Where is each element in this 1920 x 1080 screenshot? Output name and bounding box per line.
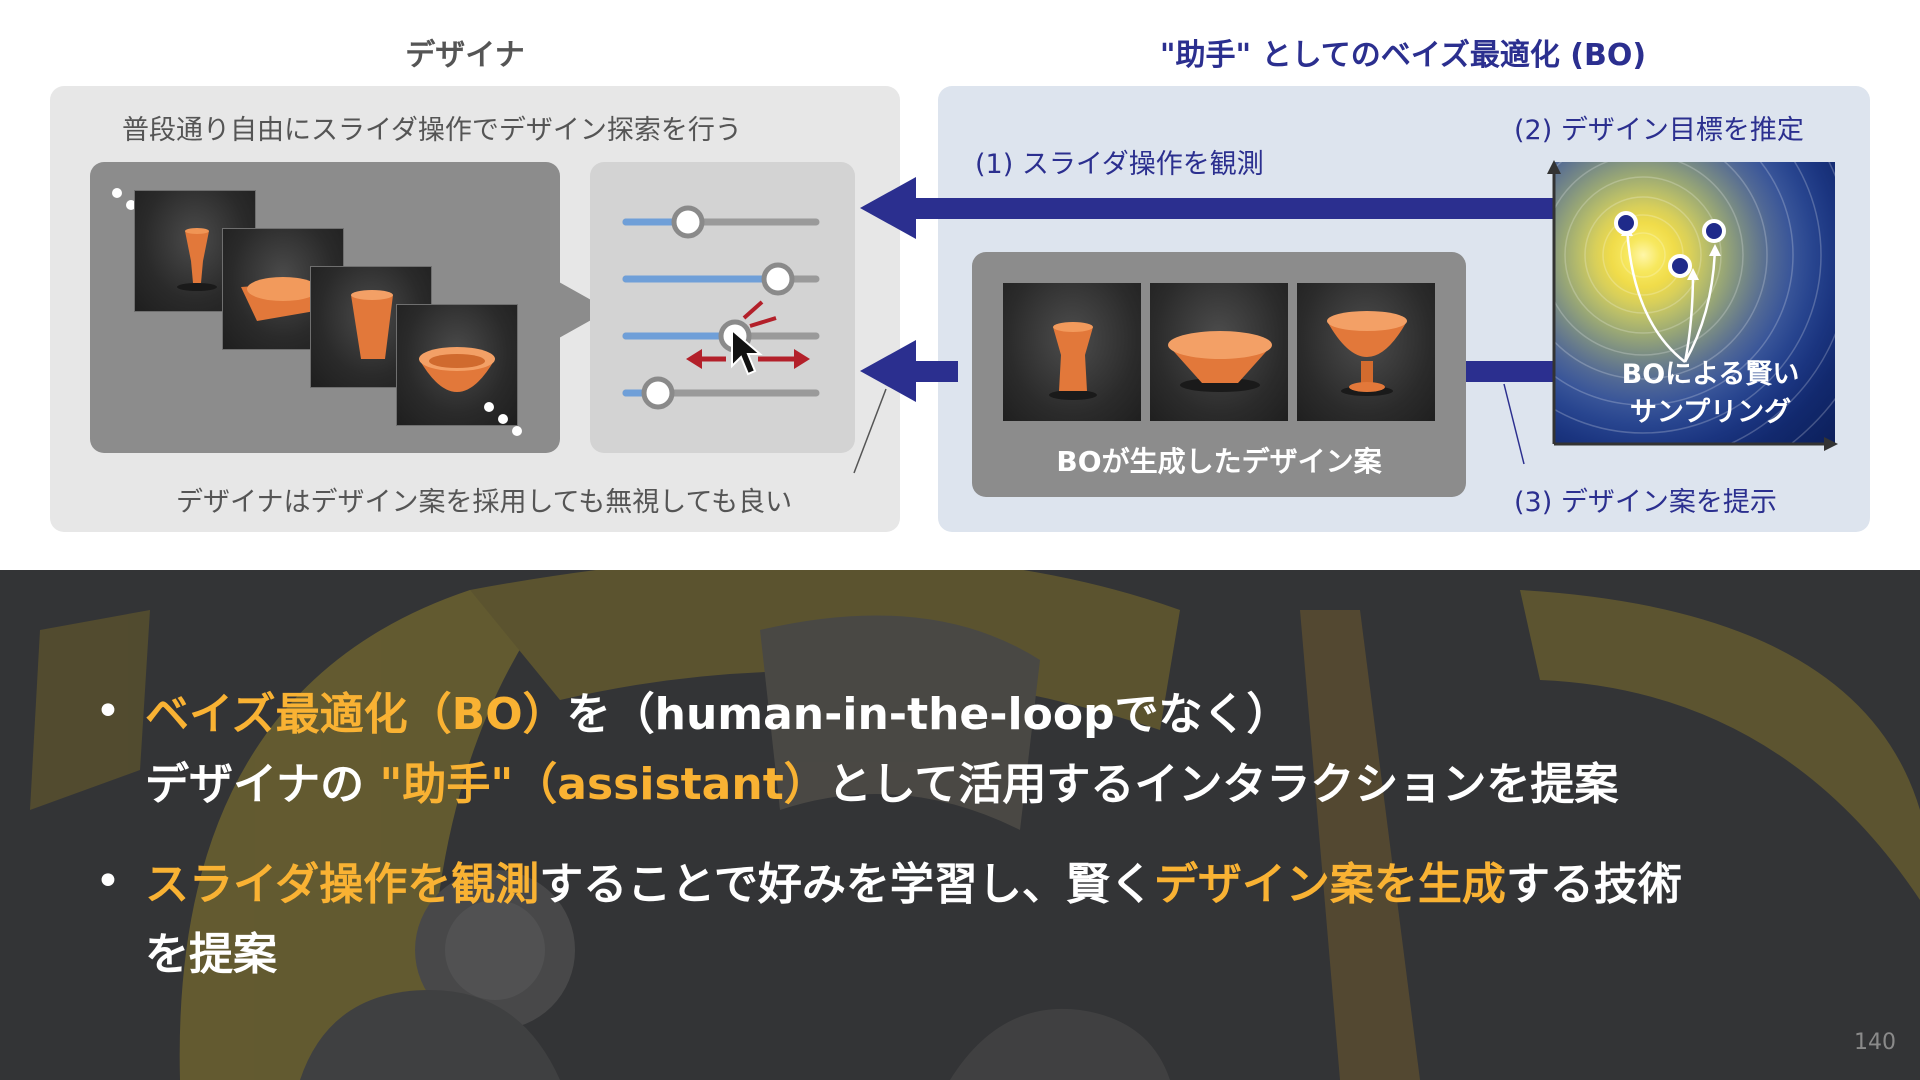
robot-background-art [0, 570, 1920, 1080]
designer-bottom-note: デザイナはデザイン案を採用しても無視しても良い [176, 480, 792, 519]
bullet1-text-proposal: として活用するインタラクションを提案 [828, 759, 1619, 810]
ellipsis-dot [498, 414, 508, 424]
exploration-photo-stack [90, 162, 560, 453]
ellipsis-dot [112, 188, 122, 198]
bullet2-highlight-observe: スライダ操作を観測 [145, 859, 539, 910]
bullet-marker: • [95, 686, 121, 737]
bullet2-text-learn: することで好みを学習し、賢く [539, 859, 1154, 910]
bullet1-text-designer: デザイナの [145, 759, 379, 810]
page-number: 140 [1854, 1030, 1896, 1055]
step-estimate-label: (2) デザイン目標を推定 [1514, 108, 1804, 147]
bullet2-highlight-generate: デザイン案を生成 [1154, 859, 1506, 910]
generated-design-vase [1003, 283, 1141, 421]
bullet2-line2: を提案 [145, 918, 277, 982]
bullet1-line1: ベイズ最適化（BO）を（human-in-the-loopでなく） [145, 678, 1291, 742]
bullet-marker: • [95, 856, 121, 907]
ellipsis-dot [484, 402, 494, 412]
bullet1-highlight-bo: ベイズ最適化（BO） [145, 689, 567, 740]
smart-sampling-label-line1: BOによる賢い [1553, 356, 1868, 394]
sliders-graphic [590, 162, 855, 453]
bullet2-text-tech: する技術 [1506, 859, 1682, 910]
bullet1-line2: デザイナの "助手"（assistant）として活用するインタラクションを提案 [145, 748, 1618, 812]
designer-top-note: 普段通り自由にスライダ操作でデザイン探索を行う [122, 108, 742, 147]
generated-designs-label: BOが生成したデザイン案 [972, 440, 1466, 480]
designer-heading: デザイナ [50, 30, 880, 74]
slider-panel [590, 162, 855, 453]
generated-design-goblet [1297, 283, 1435, 421]
bullet1-highlight-assistant: "助手"（assistant） [379, 759, 827, 810]
smart-sampling-label-line2: サンプリング [1553, 394, 1868, 432]
ellipsis-dot [512, 426, 522, 436]
bo-assistant-heading: "助手" としてのベイズ最適化 (BO) [938, 30, 1868, 74]
bullet2-line1: スライダ操作を観測することで好みを学習し、賢くデザイン案を生成する技術 [145, 848, 1682, 912]
bottom-background [0, 570, 1920, 1080]
callout-line [1500, 380, 1540, 480]
generated-design-flat-bowl [1150, 283, 1288, 421]
design-photo-bowl-deep [396, 304, 518, 426]
bullet1-text: を（human-in-the-loopでなく） [567, 689, 1291, 740]
smart-sampling-label: BOによる賢い サンプリング [1553, 356, 1868, 432]
step-present-label: (3) デザイン案を提示 [1514, 480, 1777, 519]
